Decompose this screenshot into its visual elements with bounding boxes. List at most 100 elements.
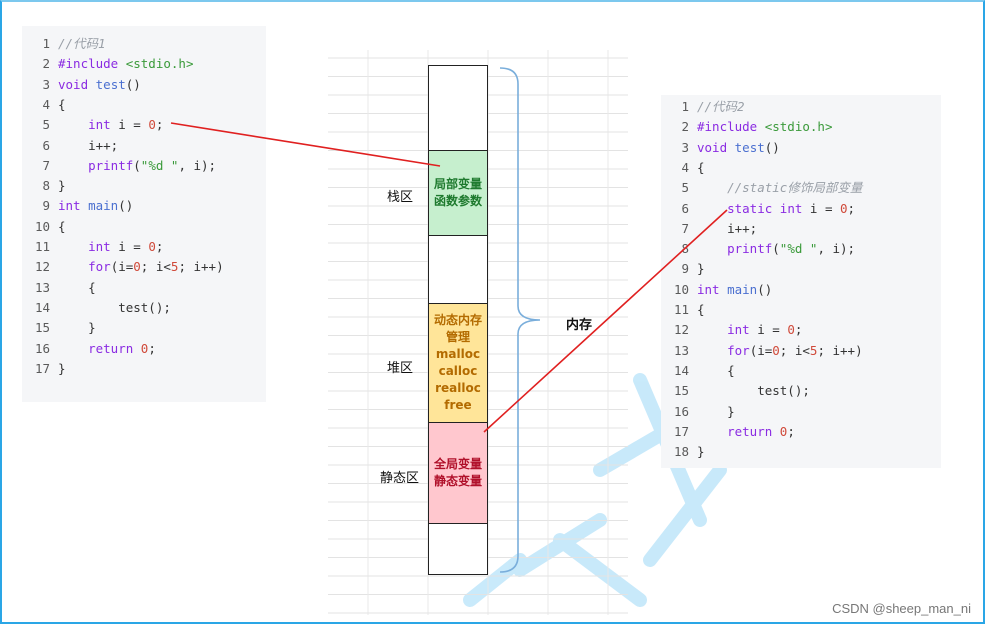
- line-number: 2: [681, 119, 689, 135]
- code-token: ; i<: [140, 259, 171, 275]
- code-token: (): [764, 139, 780, 155]
- code-token: "%d ": [779, 241, 818, 257]
- code-token: (i=: [110, 259, 134, 275]
- code-token: test: [95, 76, 126, 92]
- code-token: 0: [148, 117, 156, 133]
- segment-text: 局部变量: [433, 177, 482, 191]
- code-token: [697, 201, 727, 216]
- code-text: {: [697, 300, 705, 320]
- code-text: int i = 0;: [58, 237, 163, 257]
- code-text: #include <stdio.h>: [58, 54, 193, 74]
- line-number: 15: [673, 383, 689, 399]
- code-token: i =: [110, 239, 149, 254]
- line-number: 6: [42, 137, 50, 153]
- code-token: 5: [809, 342, 818, 358]
- code-token: i++;: [697, 220, 758, 236]
- code-text: for(i=0; i<5; i++): [58, 257, 223, 277]
- code-token: i =: [110, 117, 149, 133]
- code-text: }: [58, 318, 96, 338]
- line-number: 5: [42, 117, 50, 133]
- code-token: test: [734, 139, 765, 155]
- code-token: //static修饰局部变量: [727, 180, 863, 196]
- code-token: static int: [727, 200, 803, 216]
- code-token: i++;: [58, 137, 119, 153]
- code-token: printf: [727, 241, 773, 257]
- line-number: 3: [42, 76, 50, 92]
- segment-text: 静态变量: [433, 474, 482, 488]
- static-segment: 全局变量静态变量: [428, 422, 488, 524]
- code-token: {: [58, 218, 66, 234]
- code-token: ;: [148, 340, 156, 356]
- line-number: 10: [673, 281, 689, 297]
- code-token: }: [58, 320, 96, 336]
- code-token: main: [88, 198, 119, 214]
- code-token: //代码2: [697, 99, 745, 114]
- code-token: [697, 343, 727, 358]
- code-text: }: [697, 402, 735, 422]
- code-token: ; i<: [779, 342, 810, 358]
- code-token: ;: [155, 239, 164, 254]
- line-number: 14: [34, 299, 50, 315]
- code-token: ;: [787, 423, 795, 439]
- line-number: 10: [34, 218, 50, 234]
- line-number: 13: [673, 342, 689, 358]
- line-number: 11: [34, 239, 50, 254]
- code-text: }: [697, 442, 705, 462]
- line-number: 17: [34, 360, 50, 376]
- code-token: [697, 241, 727, 256]
- code-token: {: [58, 279, 96, 295]
- line-number: 3: [681, 139, 689, 155]
- code-token: for: [727, 342, 750, 358]
- code-token: <stdio.h>: [125, 56, 194, 72]
- code-text: int main(): [697, 280, 772, 300]
- code-token: }: [697, 261, 705, 277]
- line-number: 7: [681, 220, 689, 236]
- line-number: 9: [42, 198, 50, 214]
- code-text: i++;: [697, 219, 757, 239]
- csdn-watermark: CSDN @sheep_man_ni: [832, 601, 971, 616]
- code-token: return: [727, 423, 780, 439]
- code-token: return: [88, 340, 141, 356]
- code-token: 5: [170, 259, 179, 275]
- line-number: 4: [681, 159, 689, 175]
- code-token: i =: [749, 322, 788, 338]
- line-number: 16: [34, 340, 50, 356]
- code-text: i++;: [58, 136, 118, 156]
- code-token: }: [58, 178, 66, 194]
- line-number: 1: [42, 36, 50, 51]
- code-token: [58, 341, 88, 356]
- code-text: return 0;: [697, 422, 795, 442]
- code-token: [697, 424, 727, 439]
- segment-text: malloc: [435, 347, 481, 361]
- code-text: #include <stdio.h>: [697, 117, 832, 137]
- code-token: (: [133, 157, 141, 173]
- code-token: int: [727, 322, 750, 338]
- code-text: void test(): [697, 138, 780, 158]
- code-token: 0: [133, 259, 141, 275]
- code-token: int: [88, 117, 111, 133]
- code-text: //static修饰局部变量: [697, 178, 862, 198]
- code-token: (): [757, 281, 773, 297]
- code-text: //代码2: [697, 97, 745, 117]
- code-text: {: [58, 217, 66, 237]
- stack-segment: 局部变量函数参数: [428, 150, 488, 236]
- line-number: 12: [34, 259, 50, 275]
- code-token: [58, 239, 88, 254]
- line-number: 5: [681, 180, 689, 196]
- code-token: ;: [794, 322, 803, 338]
- code-token: [58, 117, 88, 132]
- code-token: for: [88, 259, 111, 275]
- code-text: {: [58, 278, 96, 298]
- line-number: 4: [42, 96, 50, 112]
- code-token: ; i++): [817, 342, 863, 358]
- code-token: printf: [88, 157, 134, 173]
- code-token: int: [88, 239, 111, 254]
- memory-label: 内存: [566, 318, 593, 333]
- code-text: }: [58, 359, 66, 379]
- code-text: }: [697, 259, 705, 279]
- code-token: {: [697, 159, 705, 175]
- code-text: test();: [58, 298, 171, 318]
- code-token: }: [58, 360, 66, 376]
